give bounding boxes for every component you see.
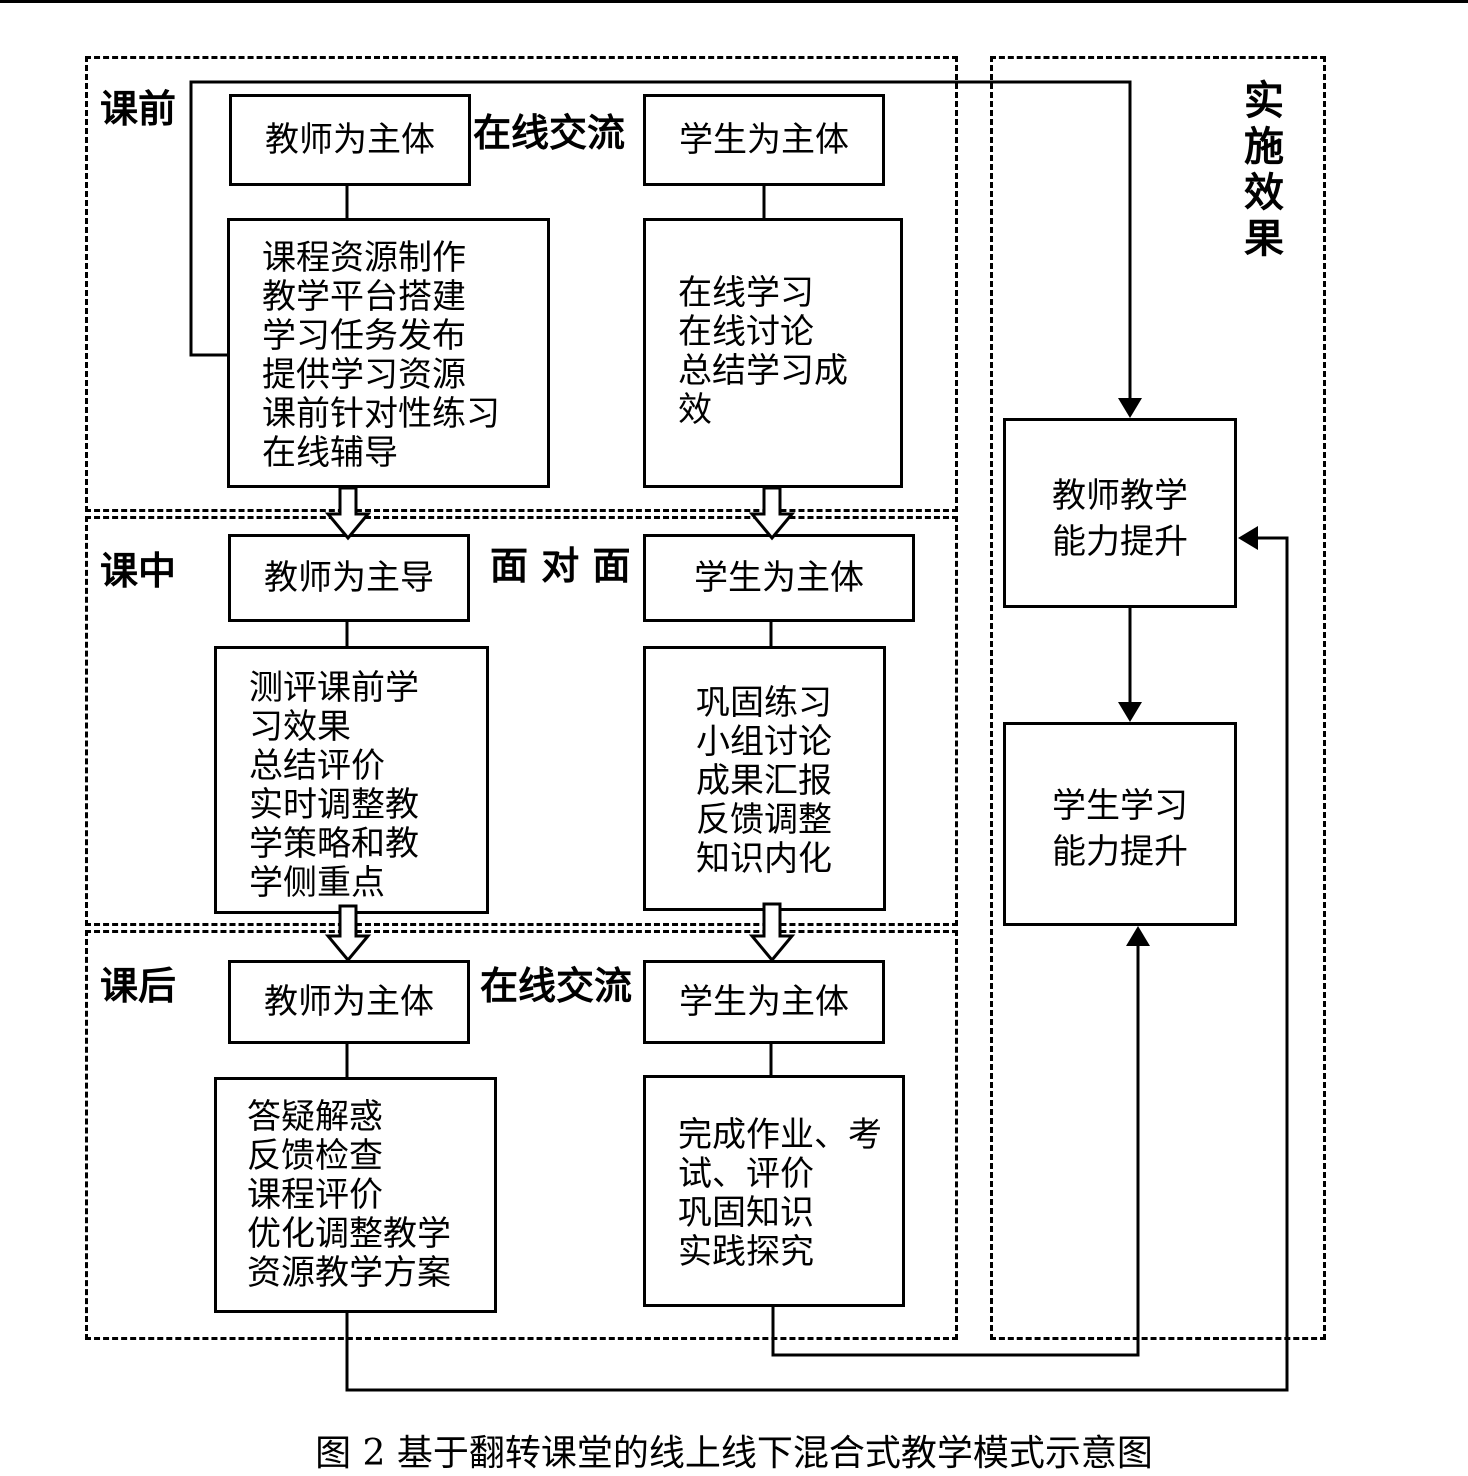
before-student-items-box: 在线学习 在线讨论 总结学习成 效 <box>643 218 903 488</box>
before-student-header-box: 学生为主体 <box>643 94 885 186</box>
before-student-header: 学生为主体 <box>679 120 849 160</box>
after-teacher-items: 答疑解惑 反馈检查 课程评价 优化调整教学 资源教学方案 <box>247 1098 451 1293</box>
top-rule <box>0 0 1468 3</box>
during-student-items: 巩固练习 小组讨论 成果汇报 反馈调整 知识内化 <box>696 684 832 879</box>
list-item: 反馈检查 <box>247 1136 383 1176</box>
list-item: 巩固练习 <box>696 683 832 723</box>
after-teacher-items-box: 答疑解惑 反馈检查 课程评价 优化调整教学 资源教学方案 <box>214 1077 497 1313</box>
after-student-header: 学生为主体 <box>679 982 849 1022</box>
before-teacher-header: 教师为主体 <box>265 120 435 160</box>
before-teacher-header-box: 教师为主体 <box>229 94 471 186</box>
after-student-items: 完成作业、考 试、评价 巩固知识 实践探究 <box>678 1116 882 1272</box>
list-item: 试、评价 <box>678 1154 814 1194</box>
hollow-down-arrow-icon <box>748 486 796 541</box>
list-item: 习效果 <box>249 707 351 747</box>
list-item: 能力提升 <box>1052 522 1188 562</box>
after-student-items-box: 完成作业、考 试、评价 巩固知识 实践探究 <box>643 1075 905 1307</box>
feedback-line-top <box>189 80 1132 400</box>
phase-label-after: 课后 <box>100 964 177 1008</box>
teacher-ability-text: 教师教学 能力提升 <box>1052 473 1188 565</box>
list-item: 资源教学方案 <box>247 1253 451 1293</box>
list-item: 实时调整教 <box>249 785 419 825</box>
arrowhead-up-icon <box>1126 926 1150 946</box>
region-before <box>85 56 958 512</box>
during-teacher-header: 教师为主导 <box>264 558 434 598</box>
mode-label-after: 在线交流 <box>480 964 633 1008</box>
list-item: 课前针对性练习 <box>262 394 500 434</box>
during-teacher-items-box: 测评课前学 习效果 总结评价 实时调整教 学策略和教 学侧重点 <box>214 646 489 914</box>
region-after <box>85 930 958 1340</box>
effect-label: 实施效果 <box>1244 78 1284 262</box>
arrowhead-left-icon <box>1238 526 1258 550</box>
list-item: 巩固知识 <box>678 1193 814 1233</box>
before-student-items: 在线学习 在线讨论 总结学习成 效 <box>678 274 848 430</box>
student-ability-box: 学生学习 能力提升 <box>1003 722 1237 926</box>
list-item: 学策略和教 <box>249 824 419 864</box>
list-item: 课程评价 <box>247 1175 383 1215</box>
list-item: 在线讨论 <box>678 312 814 352</box>
list-item: 成果汇报 <box>696 761 832 801</box>
hollow-down-arrow-icon <box>748 902 796 963</box>
list-item: 测评课前学 <box>249 668 419 708</box>
during-student-items-box: 巩固练习 小组讨论 成果汇报 反馈调整 知识内化 <box>643 646 886 911</box>
list-item: 效 <box>678 390 712 430</box>
phase-label-during: 课中 <box>100 549 177 593</box>
hollow-down-arrow-icon <box>324 904 372 963</box>
before-teacher-items-box: 课程资源制作 教学平台搭建 学习任务发布 提供学习资源 课前针对性练习 在线辅导 <box>227 218 550 488</box>
list-item: 教学平台搭建 <box>262 277 466 317</box>
arrowhead-down-icon <box>1118 702 1142 722</box>
after-student-header-box: 学生为主体 <box>643 960 885 1044</box>
list-item: 反馈调整 <box>696 800 832 840</box>
list-item: 小组讨论 <box>696 722 832 762</box>
list-item: 优化调整教学 <box>247 1214 451 1254</box>
list-item: 学习任务发布 <box>262 316 466 356</box>
list-item: 在线辅导 <box>262 433 398 473</box>
list-item: 学生学习 <box>1052 786 1188 826</box>
after-teacher-header-box: 教师为主体 <box>228 960 470 1044</box>
mode-label-before: 在线交流 <box>473 111 626 155</box>
during-student-header-box: 学生为主体 <box>643 534 915 622</box>
figure-caption: 图 2 基于翻转课堂的线上线下混合式教学模式示意图 <box>315 1433 1153 1474</box>
student-ability-text: 学生学习 能力提升 <box>1052 783 1188 875</box>
during-student-header: 学生为主体 <box>694 558 864 598</box>
list-item: 完成作业、考 <box>678 1115 882 1155</box>
feedback-line-student <box>771 944 1140 1357</box>
during-teacher-items: 测评课前学 习效果 总结评价 实时调整教 学策略和教 学侧重点 <box>249 669 419 903</box>
teacher-ability-box: 教师教学 能力提升 <box>1003 418 1237 608</box>
list-item: 提供学习资源 <box>262 355 466 395</box>
mode-label-during: 面 对 面 <box>490 544 631 588</box>
list-item: 教师教学 <box>1052 476 1188 516</box>
list-item: 总结评价 <box>249 746 385 786</box>
after-teacher-header: 教师为主体 <box>264 982 434 1022</box>
phase-label-before: 课前 <box>100 87 177 131</box>
list-item: 能力提升 <box>1052 832 1188 872</box>
list-item: 知识内化 <box>696 839 832 879</box>
list-item: 在线学习 <box>678 273 814 313</box>
list-item: 实践探究 <box>678 1232 814 1272</box>
list-item: 学侧重点 <box>249 863 385 903</box>
feedback-line-teacher <box>345 536 1289 1392</box>
region-effect <box>990 56 1326 1340</box>
region-during <box>85 516 958 926</box>
arrowhead-down-icon <box>1118 398 1142 418</box>
hollow-down-arrow-icon <box>324 486 372 541</box>
list-item: 课程资源制作 <box>262 238 466 278</box>
list-item: 答疑解惑 <box>247 1097 383 1137</box>
before-teacher-items: 课程资源制作 教学平台搭建 学习任务发布 提供学习资源 课前针对性练习 在线辅导 <box>262 239 500 473</box>
list-item: 总结学习成 <box>678 351 848 391</box>
